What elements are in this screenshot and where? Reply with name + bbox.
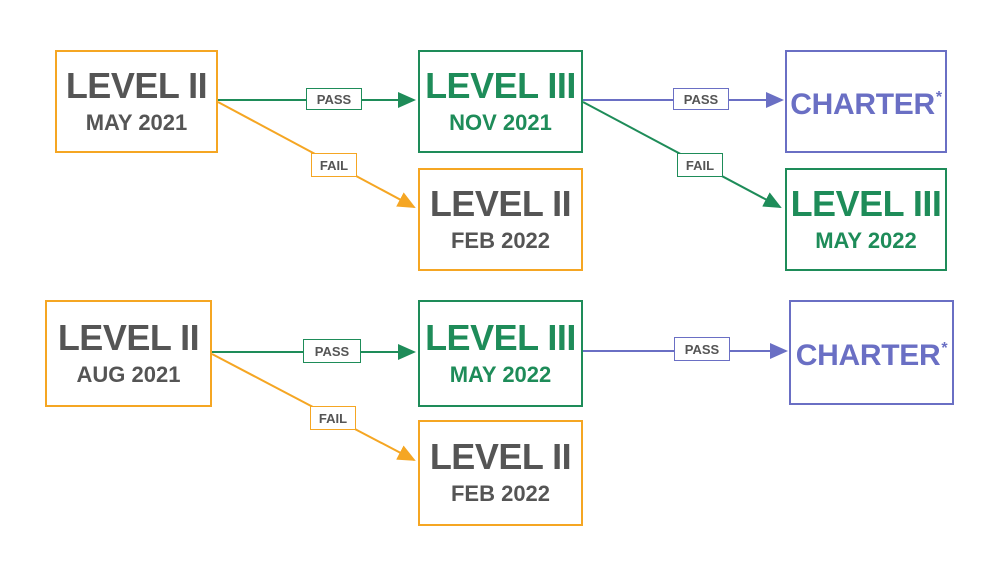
box-date: MAY 2022	[449, 361, 552, 387]
box-level: LEVEL III	[790, 182, 942, 224]
charter-asterisk: *	[941, 340, 948, 357]
box-row1-level2-fail: LEVEL II FEB 2022	[418, 168, 583, 271]
box-level: LEVEL II	[429, 182, 572, 224]
box-row2-level2-fail: LEVEL II FEB 2022	[418, 420, 583, 526]
box-level: LEVEL II	[57, 316, 200, 358]
fail-label-row2-a: FAIL	[310, 406, 356, 430]
pass-label-row2-a: PASS	[303, 339, 361, 363]
box-date: AUG 2021	[76, 361, 181, 387]
box-date: MAY 2022	[815, 227, 917, 253]
charter-asterisk: *	[935, 89, 942, 106]
box-level: LEVEL II	[65, 64, 208, 106]
box-row2-level2-start: LEVEL II AUG 2021	[45, 300, 212, 407]
charter-label: CHARTER*	[790, 88, 942, 121]
pass-label-row1-a: PASS	[306, 88, 362, 110]
pass-label-row2-b: PASS	[674, 337, 730, 361]
box-date: MAY 2021	[85, 109, 188, 135]
charter-label: CHARTER*	[795, 339, 948, 372]
box-row1-level3-fail: LEVEL III MAY 2022	[785, 168, 947, 271]
box-row2-level3-pass: LEVEL III MAY 2022	[418, 300, 583, 407]
fail-label-row1-a: FAIL	[311, 153, 357, 177]
box-row1-level2-start: LEVEL II MAY 2021	[55, 50, 218, 153]
box-row1-charter: CHARTER*	[785, 50, 947, 153]
box-level: LEVEL III	[425, 64, 576, 106]
box-row2-charter: CHARTER*	[789, 300, 954, 405]
box-level: LEVEL II	[429, 436, 572, 477]
box-row1-level3-pass: LEVEL III NOV 2021	[418, 50, 583, 153]
box-date: FEB 2022	[450, 481, 551, 506]
box-date: FEB 2022	[450, 227, 551, 253]
pass-label-row1-b: PASS	[673, 88, 729, 110]
fail-label-row1-b: FAIL	[677, 153, 723, 177]
box-level: LEVEL III	[425, 316, 576, 358]
box-date: NOV 2021	[449, 109, 552, 135]
